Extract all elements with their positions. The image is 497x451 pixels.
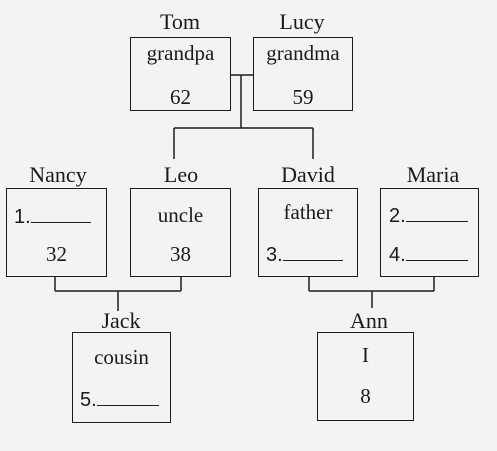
- age-lucy: 59: [292, 85, 314, 109]
- blank-2-number: 2.: [389, 205, 406, 227]
- blank-5-line: [96, 387, 159, 406]
- name-nancy: Nancy: [29, 162, 87, 187]
- age-nancy: 32: [46, 242, 67, 266]
- box-lucy: grandma 59: [253, 37, 353, 111]
- age-tom: 62: [170, 85, 191, 109]
- name-lucy: Lucy: [279, 9, 325, 34]
- name-maria: Maria: [406, 162, 460, 187]
- blank-4-number: 4.: [389, 244, 406, 266]
- name-leo: Leo: [163, 162, 199, 187]
- box-maria: 2. 4.: [380, 188, 479, 277]
- blank-3[interactable]: 3.: [266, 242, 343, 267]
- role-leo: uncle: [157, 203, 204, 227]
- box-david: father 3.: [258, 188, 358, 277]
- role-lucy: grandma: [266, 41, 340, 65]
- box-tom: grandpa 62: [130, 37, 231, 111]
- name-jack: Jack: [101, 308, 141, 333]
- blank-4[interactable]: 4.: [389, 242, 468, 267]
- box-leo: uncle 38: [130, 188, 231, 277]
- blank-4-line: [405, 242, 468, 261]
- role-jack: cousin: [94, 345, 149, 369]
- name-david: David: [281, 162, 335, 187]
- blank-3-number: 3.: [266, 244, 283, 266]
- blank-1-line: [30, 204, 91, 223]
- box-nancy: 1. 32: [6, 188, 107, 277]
- box-jack: cousin 5.: [72, 332, 171, 423]
- name-ann: Ann: [350, 308, 388, 333]
- blank-1[interactable]: 1.: [14, 204, 91, 229]
- age-ann: 8: [360, 384, 371, 408]
- blank-2-line: [405, 203, 468, 222]
- role-ann: I: [362, 343, 369, 367]
- name-tom: Tom: [159, 9, 200, 34]
- role-david: father: [283, 200, 333, 224]
- box-ann: I 8: [317, 332, 414, 421]
- role-tom: grandpa: [146, 41, 215, 65]
- blank-3-line: [282, 242, 343, 261]
- blank-1-number: 1.: [14, 206, 31, 228]
- blank-2[interactable]: 2.: [389, 203, 468, 228]
- age-leo: 38: [170, 242, 191, 266]
- blank-5-number: 5.: [80, 389, 97, 411]
- blank-5[interactable]: 5.: [80, 387, 159, 412]
